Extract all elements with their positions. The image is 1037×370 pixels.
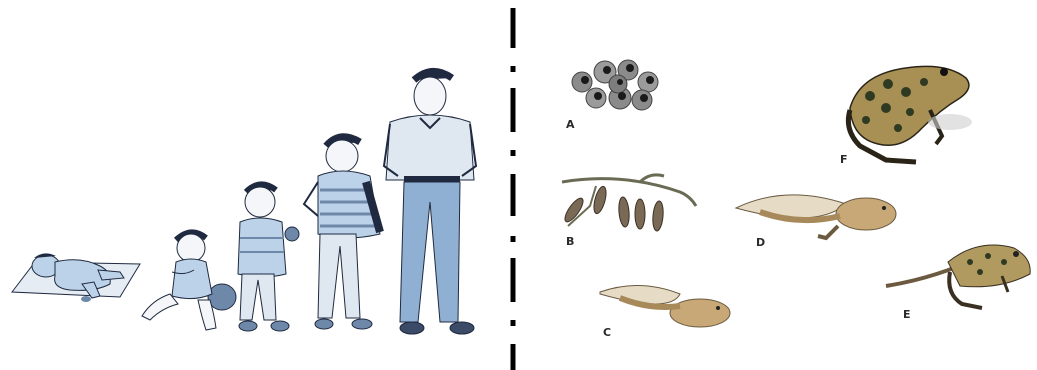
baby-lying-figure <box>12 253 140 302</box>
toddler-standing-figure <box>238 184 299 331</box>
stage-label-e: E <box>903 308 911 321</box>
adult-frog-figure <box>848 66 972 162</box>
tadpole-with-legs-figure <box>736 195 896 238</box>
froglet-with-tail-figure <box>886 245 1030 308</box>
child-figure <box>304 137 380 329</box>
tadpole-figure <box>600 285 730 327</box>
stage-label-b: B <box>566 235 574 248</box>
stage-label-a: A <box>566 118 575 131</box>
hatchling-tadpoles-on-stem <box>562 175 696 232</box>
stage-label-c: C <box>603 326 611 339</box>
adult-man-figure <box>384 71 476 334</box>
stage-label-d: D <box>756 236 765 249</box>
frog-lifecycle-panel: A B C D <box>562 60 1030 339</box>
frog-eggs-cluster <box>572 60 658 110</box>
human-growth-panel <box>12 71 476 334</box>
stage-label-f: F <box>840 153 848 166</box>
toddler-sitting-figure <box>142 232 236 330</box>
